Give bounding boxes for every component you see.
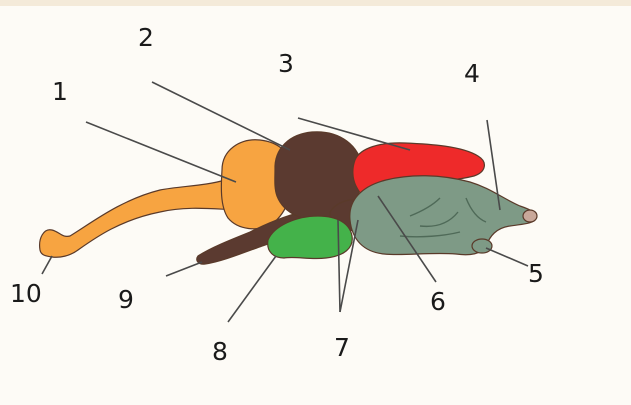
part-graygreen-nub <box>472 239 492 253</box>
callout-label-3: 3 <box>278 49 294 78</box>
callout-label-4: 4 <box>464 59 480 88</box>
callout-label-5: 5 <box>528 259 544 288</box>
callout-label-7: 7 <box>334 333 350 362</box>
leader-line-2 <box>152 82 290 150</box>
callout-label-9: 9 <box>118 285 134 314</box>
callout-label-10: 10 <box>10 279 42 308</box>
leader-line-8 <box>228 256 276 322</box>
leader-line-1 <box>86 122 236 182</box>
part-orange-tract <box>40 180 245 257</box>
callout-label-2: 2 <box>138 23 154 52</box>
part-graygreen-tip <box>523 210 537 222</box>
part-graygreen-mass <box>350 176 537 255</box>
leader-line-9 <box>166 262 202 276</box>
leader-line-5 <box>486 248 528 266</box>
callout-label-1: 1 <box>52 77 68 106</box>
callout-label-8: 8 <box>212 337 228 366</box>
callout-label-6: 6 <box>430 287 446 316</box>
leader-line-10 <box>42 256 52 274</box>
